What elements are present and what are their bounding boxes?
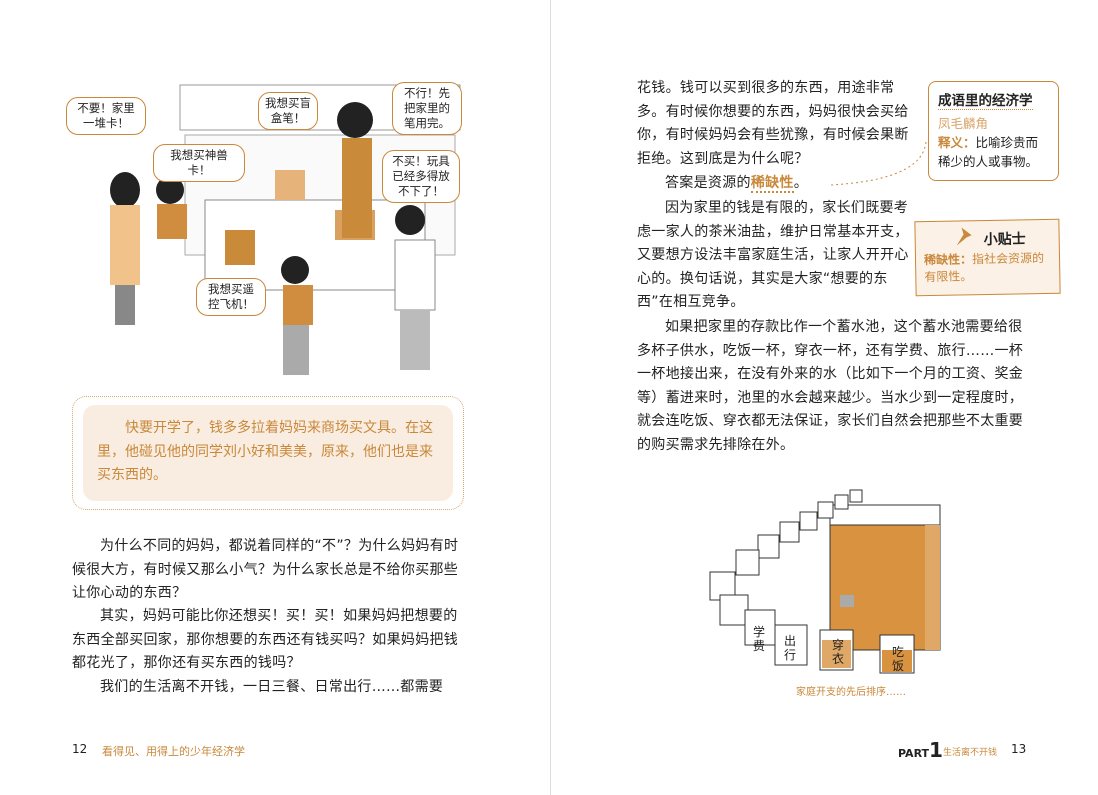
paragraph: 我们的生活离不开钱，一日三餐、日常出行……都需要 bbox=[100, 679, 444, 695]
part-number: 1 bbox=[929, 738, 943, 762]
speech-bubble: 不行！先把家里的笔用完。 bbox=[392, 82, 462, 135]
tip-box: 小贴士 稀缺性：指社会资源的有限性。 bbox=[914, 218, 1061, 297]
speech-bubble: 我想买盲盒笔！ bbox=[258, 92, 318, 130]
part-marker: PART1 bbox=[898, 738, 943, 762]
paragraph: 其实，妈妈可能比你还想买！买！买！如果妈妈把想要的东西全部买回家，那你想要的东西… bbox=[72, 608, 459, 671]
text: 答案是资源的 bbox=[665, 175, 751, 191]
cup-label: 学费 bbox=[753, 625, 766, 653]
keyword-highlight: 稀缺性 bbox=[750, 175, 794, 193]
figure-caption: 家庭开支的先后排序…… bbox=[796, 687, 906, 698]
pushpin-icon bbox=[956, 227, 972, 246]
idiom-box: 成语里的经济学 凤毛麟角 释义：比喻珍贵而稀少的人或事物。 bbox=[928, 81, 1059, 181]
tip-title: 小贴士 bbox=[983, 231, 1026, 249]
idiom: 凤毛麟角 bbox=[938, 116, 989, 131]
intro-text: 快要开学了，钱多多拉着妈妈来商场买文具。在这里，他碰见他的同学刘小好和美美，原来… bbox=[83, 405, 453, 501]
paragraph: 花钱。钱可以买到很多的东西，用途非常多。有时候你想要的东西，妈妈很快会买给你，有… bbox=[637, 80, 909, 167]
cup-label: 吃饭 bbox=[892, 645, 905, 673]
part-label: PART bbox=[898, 747, 930, 760]
idiom-box-title: 成语里的经济学 bbox=[938, 89, 1033, 110]
paragraph: 为什么不同的妈妈，都说着同样的“不”？为什么妈妈有时候很大方，有时候又那么小气？… bbox=[72, 538, 459, 601]
page-number: 13 bbox=[1011, 742, 1027, 756]
paragraph: 如果把家里的存款比作一个蓄水池，这个蓄水池需要给很多杯子供水，吃饭一杯，穿衣一杯… bbox=[637, 319, 1024, 453]
paragraph: 答案是资源的稀缺性。 bbox=[637, 172, 909, 196]
cup-label: 出行 bbox=[784, 634, 797, 662]
spine-divider bbox=[550, 0, 551, 795]
speech-bubble: 我想买遥控飞机！ bbox=[196, 278, 266, 316]
tip-term: 稀缺性： bbox=[923, 252, 973, 268]
speech-bubble: 不要！家里一堆卡！ bbox=[66, 97, 146, 135]
connector-dots bbox=[830, 141, 927, 186]
paragraph: 因为家里的钱是有限的，家长们既要考虑一家人的茶米油盐，维护日常基本开支，又要想方… bbox=[637, 200, 909, 310]
meaning-label: 释义： bbox=[938, 135, 976, 150]
intro-box: 快要开学了，钱多多拉着妈妈来商场买文具。在这里，他碰见他的同学刘小好和美美，原来… bbox=[72, 396, 464, 510]
page-number: 12 bbox=[72, 742, 88, 756]
shopping-illustration bbox=[110, 84, 461, 375]
text: 。 bbox=[793, 175, 809, 191]
book-title-footer: 看得见、用得上的少年经济学 bbox=[102, 745, 245, 758]
cup-label: 穿衣 bbox=[832, 638, 845, 666]
meaning: 比喻珍贵而稀少的人或事物。 bbox=[938, 135, 1039, 169]
speech-bubble: 不买！玩具已经多得放不下了！ bbox=[382, 150, 460, 203]
chapter-footer: 生活离不开钱 bbox=[943, 748, 998, 758]
speech-bubble: 我想买神兽卡！ bbox=[153, 144, 245, 182]
reservoir-cups-illustration bbox=[709, 489, 941, 674]
